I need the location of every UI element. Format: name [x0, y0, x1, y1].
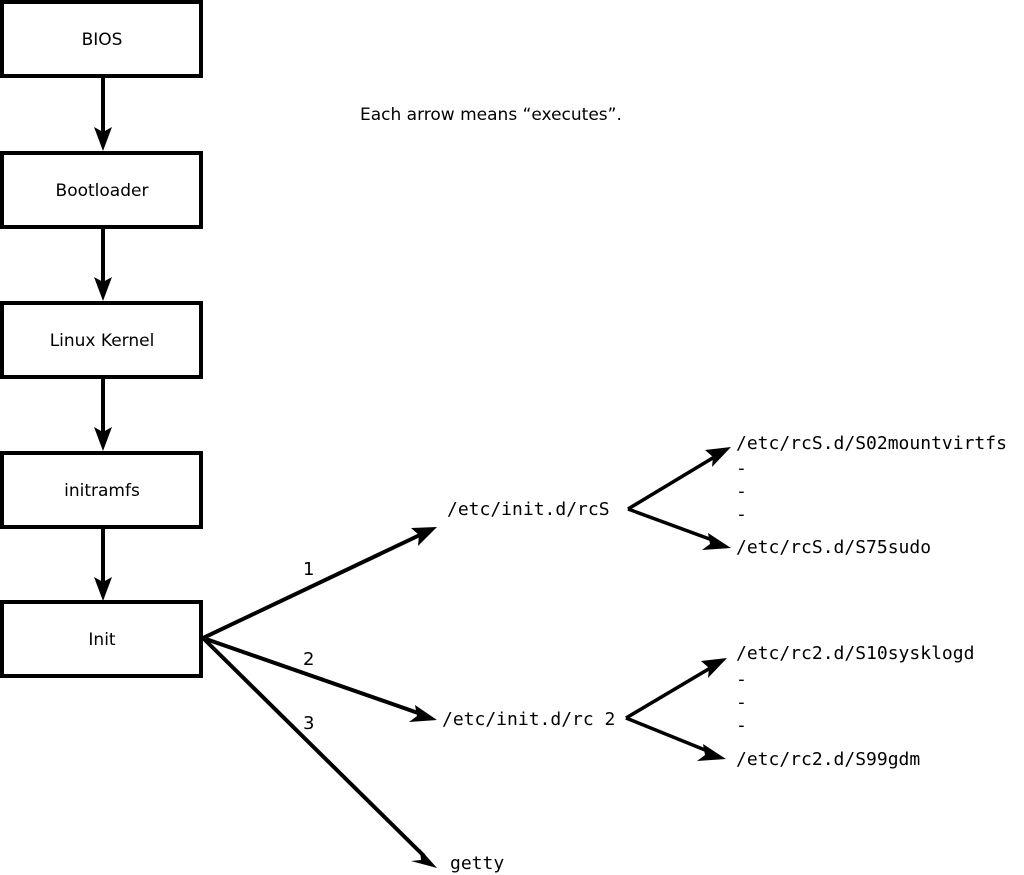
- node-initramfs: initramfs: [0, 451, 203, 529]
- label-etc-init-d-rc2: /etc/init.d/rc 2: [442, 709, 615, 730]
- bios-label: BIOS: [82, 30, 123, 50]
- arrow-bootloader-to-kernel: [94, 227, 112, 301]
- arrow-bios-to-bootloader: [94, 76, 112, 151]
- init-label: Init: [88, 630, 116, 650]
- label-rc2-last-script: /etc/rc2.d/S99gdm: [736, 749, 920, 770]
- arrow-rcs-to-first-script: [627, 447, 731, 511]
- node-bios: BIOS: [0, 0, 203, 78]
- initramfs-box: [0, 451, 203, 529]
- label-rcs-last-script: /etc/rcS.d/S75sudo: [736, 537, 931, 558]
- edge-number-1: 1: [303, 559, 314, 580]
- rcs-ellipsis-dash-2: -: [736, 481, 747, 502]
- arrow-rc2-to-first-script: [625, 658, 727, 720]
- kernel-label: Linux Kernel: [50, 331, 155, 351]
- arrow-kernel-to-initramfs: [94, 377, 112, 451]
- diagram-note: Each arrow means “executes”.: [360, 105, 622, 125]
- edge-number-3: 3: [303, 713, 314, 734]
- arrow-init-branch-2: [202, 636, 437, 722]
- rc2-ellipsis-dash-3: -: [736, 715, 747, 736]
- label-rcs-first-script: /etc/rcS.d/S02mountvirtfs: [736, 433, 1007, 454]
- node-kernel: Linux Kernel: [0, 301, 203, 379]
- label-rc2-first-script: /etc/rc2.d/S10sysklogd: [736, 643, 974, 664]
- initramfs-label: initramfs: [64, 481, 140, 501]
- arrow-initramfs-to-init: [94, 527, 112, 601]
- bios-box: [0, 0, 203, 78]
- arrow-init-branch-1: [202, 527, 437, 640]
- rc2-ellipsis-dash-2: -: [736, 692, 747, 713]
- node-bootloader: Bootloader: [0, 151, 203, 229]
- rc2-ellipsis-dash-1: -: [736, 669, 747, 690]
- rcs-ellipsis-dash-1: -: [736, 458, 747, 479]
- label-getty: getty: [450, 853, 504, 874]
- label-etc-init-d-rcs: /etc/init.d/rcS: [447, 499, 610, 520]
- init-box: [0, 600, 203, 678]
- rcs-ellipsis-dash-3: -: [736, 504, 747, 525]
- bootloader-label: Bootloader: [56, 181, 149, 201]
- edge-number-2: 2: [303, 649, 314, 670]
- arrow-init-branch-3: [201, 636, 437, 868]
- arrow-rcs-to-last-script: [627, 507, 731, 550]
- node-init: Init: [0, 600, 203, 678]
- arrow-rc2-to-last-script: [625, 716, 726, 761]
